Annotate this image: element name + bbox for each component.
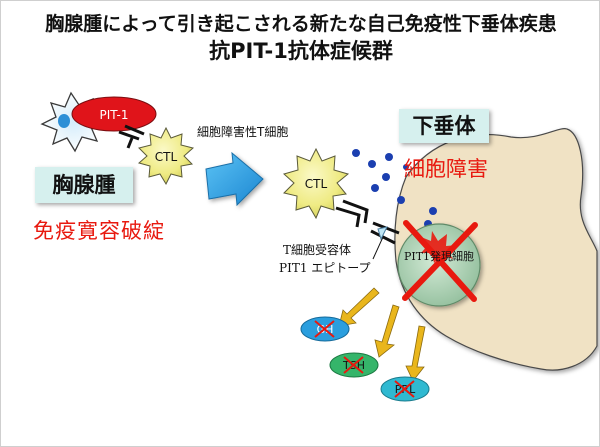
left-receptor-binding — [118, 124, 145, 149]
tolerance-breakdown-text: 免疫寛容破綻 — [33, 219, 165, 243]
epitope-pointer-line — [372, 236, 384, 260]
pit1-cell-label: PIT1発現細胞 — [404, 249, 474, 263]
thymoma-nucleus — [58, 114, 70, 128]
cell-destroyed-cross — [402, 220, 478, 302]
page-subtitle: 抗PIT-1抗体症候群 — [209, 39, 393, 63]
progression-arrow — [205, 151, 264, 207]
right-receptor-binding — [335, 199, 400, 245]
thymoma-label: 胸腺腫 — [35, 167, 133, 203]
pituitary-gland-shape — [394, 128, 598, 371]
hormone-strike-marks — [314, 320, 415, 398]
pit1-antigen-label: PIT-1 — [100, 108, 129, 122]
ctl-right-label: CTL — [305, 177, 328, 191]
epitope-marker — [377, 226, 388, 241]
ctl-left-label: CTL — [155, 150, 178, 164]
ctl-right-cell-shape — [282, 147, 350, 220]
ctl-left-cell-shape — [137, 126, 195, 186]
pit1-antigen-shape — [71, 96, 157, 132]
tcr-label: T細胞受容体 — [283, 243, 352, 257]
cell-damage-text: 細胞障害 — [404, 157, 488, 181]
ctl-full-name: 細胞障害性T細胞 — [197, 125, 289, 139]
epitope-label: PIT1 エピトープ — [279, 261, 371, 275]
page-title: 胸腺腫によって引き起こされる新たな自己免疫性下垂体疾患 — [45, 13, 557, 35]
hormone-arrows — [338, 287, 426, 382]
pituitary-label: 下垂体 — [399, 109, 489, 143]
